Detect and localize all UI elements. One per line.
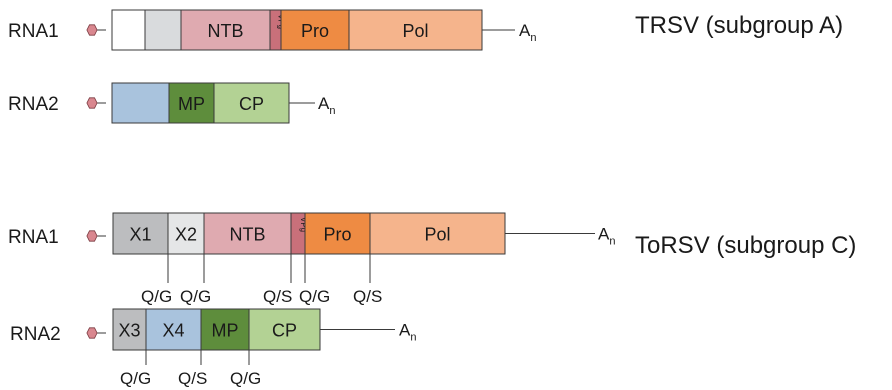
- torsv-rna1-cleavage-site-1: Q/G: [180, 287, 211, 306]
- trsv-rna1-label: RNA1: [8, 21, 59, 42]
- torsv-rna1-pro-label: Pro: [323, 225, 351, 245]
- trsv-rna1-ntb-label: NTB: [208, 21, 244, 41]
- torsv-rna2-cp-label: CP: [272, 321, 297, 341]
- trsv-rna2-mp-label: MP: [178, 94, 205, 114]
- trsv-rna1-segment-unnamed-0: [111, 9, 146, 51]
- trsv-rna1-segment-unnamed-1: [144, 9, 182, 51]
- trsv-rna2-5prime-cap: [86, 97, 98, 109]
- trsv-rna1-segment-pro: [280, 9, 350, 51]
- torsv-rna2-cleavage-site-1: Q/S: [178, 369, 207, 388]
- torsv-rna1-pol-label: Pol: [424, 225, 450, 245]
- trsv-rna2-polya-tail: An: [318, 94, 335, 117]
- torsv-rna2-segment-cp: [248, 308, 321, 351]
- torsv-rna2-x4-label: X4: [162, 321, 184, 341]
- torsv-rna1-polya-tail: An: [598, 225, 615, 248]
- torsv-rna2-polya-tail: An: [399, 321, 416, 344]
- torsv-rna1-segment-pro: [304, 212, 371, 255]
- trsv-rna1-5prime-cap: [86, 24, 98, 36]
- trsv-rna1-polya-tail: An: [519, 21, 536, 44]
- torsv-rna1-vpg-label: VPg: [299, 217, 308, 232]
- torsv-rna1-cleavage-site-0: Q/G: [141, 287, 172, 306]
- trsv-rna1-pro-label: Pro: [301, 21, 329, 41]
- torsv-rna2-mp-label: MP: [212, 321, 239, 341]
- torsv-rna1-x1-label: X1: [129, 225, 151, 245]
- torsv-rna1-cleavage-site-3: Q/G: [299, 287, 330, 306]
- torsv-rna2-x3-label: X3: [118, 321, 140, 341]
- torsv-rna2-cleavage-site-0: Q/G: [120, 369, 151, 388]
- torsv-rna1-cleavage-site-4: Q/S: [353, 287, 382, 306]
- torsv-rna1-5prime-cap: [86, 230, 98, 242]
- torsv-rna1-x2-label: X2: [175, 225, 197, 245]
- trsv-rna2-segment-cp: [213, 82, 290, 124]
- torsv-rna1-segment-x1: [112, 212, 169, 255]
- torsv-rna1-segment-pol: [369, 212, 506, 255]
- torsv-rna1-label: RNA1: [8, 227, 59, 248]
- torsv-rna2-segment-mp: [200, 308, 250, 351]
- trsv-rna2-segment-unnamed-0: [111, 82, 170, 124]
- trsv-rna1-pol-label: Pol: [402, 21, 428, 41]
- torsv-rna2-5prime-cap: [86, 327, 98, 339]
- torsv-rna2-segment-x4: [145, 308, 202, 351]
- trsv-rna1-segment-pol: [348, 9, 483, 51]
- torsv-rna2-cleavage-site-2: Q/G: [230, 369, 261, 388]
- torsv-rna1-cleavage-site-2: Q/S: [263, 287, 292, 306]
- torsv-title: ToRSV (subgroup C): [635, 232, 856, 259]
- torsv-rna2-label: RNA2: [10, 324, 61, 345]
- torsv-rna1-ntb-label: NTB: [230, 225, 266, 245]
- trsv-rna2-cp-label: CP: [239, 94, 264, 114]
- trsv-title: TRSV (subgroup A): [635, 12, 843, 39]
- trsv-rna2-label: RNA2: [8, 94, 59, 115]
